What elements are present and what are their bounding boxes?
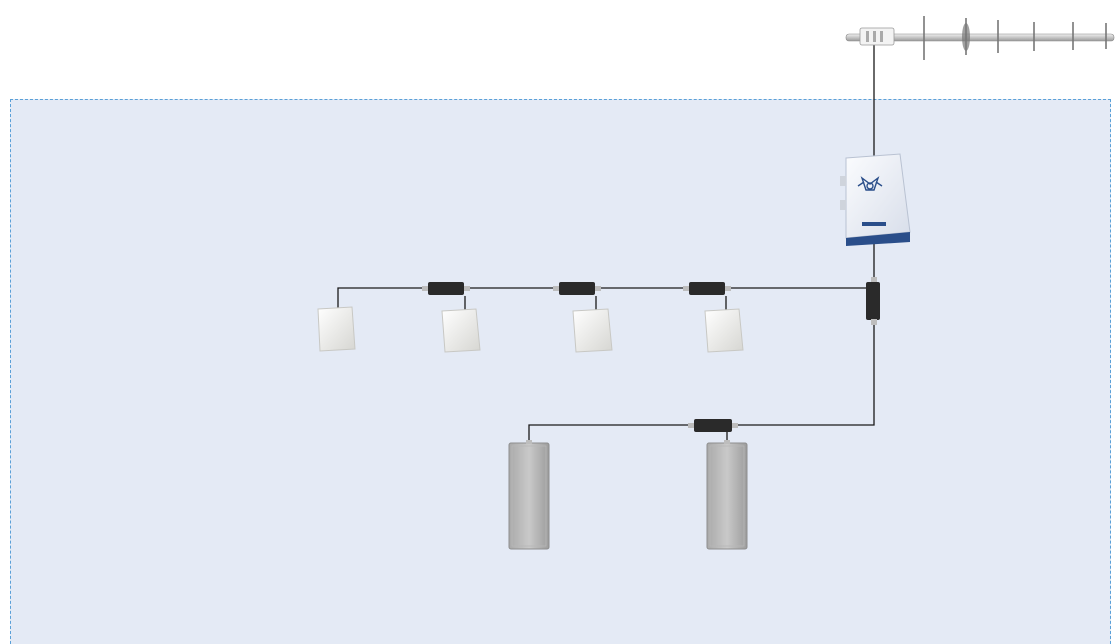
cables [337,44,875,443]
main-splitter [866,277,880,325]
panel-antenna-1 [317,306,356,352]
panel-antenna-2 [441,308,481,353]
cable-top-branch [337,287,874,308]
splitter-3 [683,282,731,295]
indoor-coverage-zone [10,99,1111,644]
cable-lower-branch [528,424,694,443]
splitter-2 [553,282,601,295]
tall-antenna-2 [706,440,748,550]
outdoor-yagi-antenna [845,16,1115,60]
cable-splitter-to-lower-branch [738,320,875,426]
splitter-1 [422,282,470,295]
tall-antenna-1 [508,440,550,550]
panel-antenna-4 [704,308,744,353]
panel-antenna-3 [572,308,613,353]
signal-booster [840,153,911,246]
splitter-4 [688,419,738,432]
